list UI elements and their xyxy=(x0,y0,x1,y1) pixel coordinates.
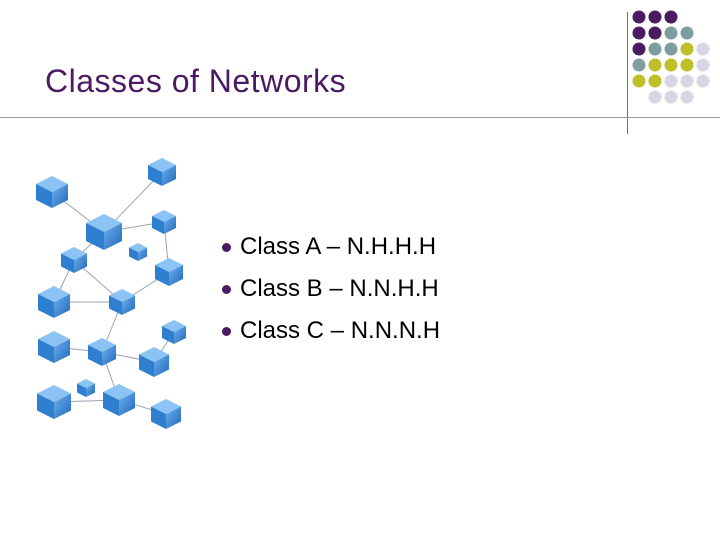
decorative-dot xyxy=(696,42,710,56)
bullet-dot-icon xyxy=(222,285,231,294)
bullet-item: Class A – N.H.H.H xyxy=(222,226,440,268)
decorative-dot xyxy=(664,10,678,24)
network-node xyxy=(152,210,176,234)
decorative-dot xyxy=(664,74,678,88)
decorative-dot xyxy=(664,58,678,72)
decorative-dot xyxy=(696,58,710,72)
network-node xyxy=(162,320,186,344)
decorative-dot xyxy=(632,26,646,40)
decorative-dot xyxy=(664,90,678,104)
network-node xyxy=(151,399,181,429)
network-node xyxy=(38,286,70,318)
network-node xyxy=(103,384,135,416)
bullet-list: Class A – N.H.H.H Class B – N.N.H.H Clas… xyxy=(222,226,441,352)
decorative-dot xyxy=(680,26,694,40)
decorative-dot xyxy=(648,74,662,88)
decorative-dot xyxy=(696,74,710,88)
network-node xyxy=(36,176,68,208)
bullet-text: Class C – N.N.N.H xyxy=(240,317,441,344)
network-node xyxy=(38,331,70,363)
title-divider xyxy=(0,117,720,118)
bullet-dot-icon xyxy=(222,243,231,252)
network-node xyxy=(86,214,122,250)
bullet-item: Class C – N.N.N.H xyxy=(222,310,441,352)
network-node xyxy=(155,258,183,286)
decorative-dot xyxy=(648,10,662,24)
decorative-dot xyxy=(680,74,694,88)
decorative-dot xyxy=(680,58,694,72)
network-node xyxy=(77,379,95,397)
network-links xyxy=(51,171,175,415)
network-node xyxy=(139,347,169,377)
decorative-dot-grid xyxy=(632,10,710,104)
decorative-dot xyxy=(648,42,662,56)
decorative-dot xyxy=(664,42,678,56)
network-node xyxy=(109,289,135,315)
decorative-dot xyxy=(664,26,678,40)
bullet-dot-icon xyxy=(222,327,231,336)
network-image xyxy=(36,158,186,429)
network-nodes xyxy=(36,158,186,429)
network-node xyxy=(61,247,87,273)
decorative-dot xyxy=(632,10,646,24)
decorative-dot xyxy=(680,42,694,56)
decorative-dot xyxy=(648,58,662,72)
decorative-dot xyxy=(632,58,646,72)
decorative-dot xyxy=(648,26,662,40)
decorative-dot xyxy=(680,90,694,104)
slide-title: Classes of Networks xyxy=(45,63,347,99)
vertical-divider xyxy=(627,12,628,134)
network-node xyxy=(148,158,176,186)
decorative-dot xyxy=(632,42,646,56)
bullet-item: Class B – N.N.H.H xyxy=(222,268,440,310)
decorative-dot xyxy=(632,74,646,88)
network-node xyxy=(37,385,71,419)
bullet-text: Class A – N.H.H.H xyxy=(240,233,437,260)
bullet-text: Class B – N.N.H.H xyxy=(240,275,439,302)
network-node xyxy=(129,243,147,261)
network-node xyxy=(88,338,116,366)
decorative-dot xyxy=(648,90,662,104)
